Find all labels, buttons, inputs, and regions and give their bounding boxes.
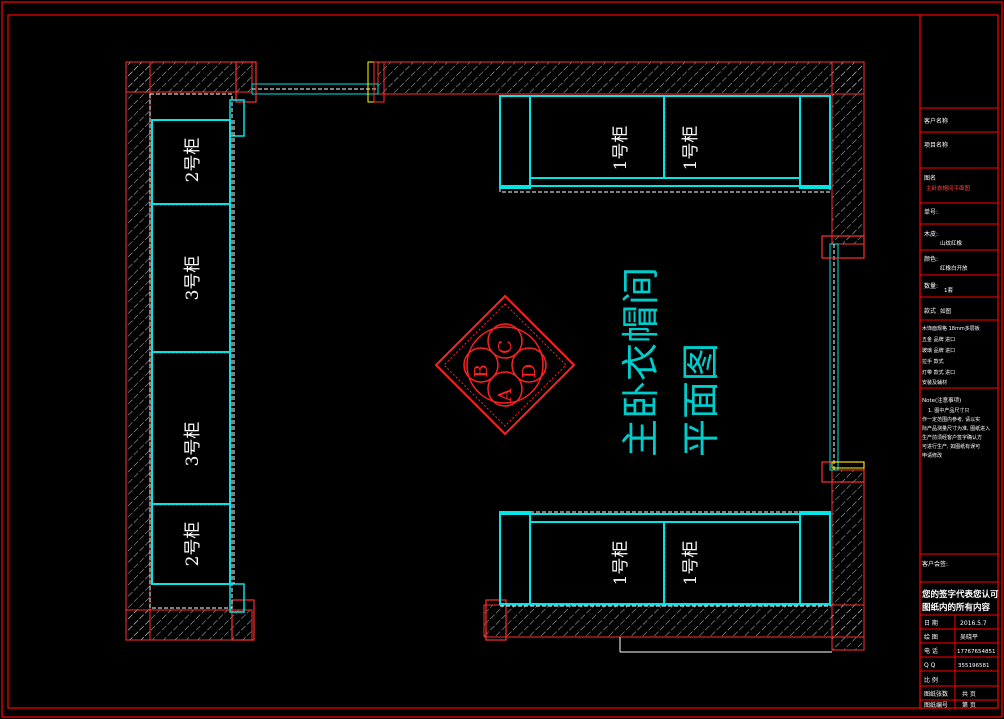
right-window	[821, 235, 865, 483]
marker-letter-b: B	[471, 364, 492, 377]
tb-order-no-label: 单号:	[924, 208, 938, 216]
tb-note-line-1: 1. 图中产品尺寸只	[928, 407, 969, 414]
tb-quantity-value: 1套	[944, 286, 953, 294]
tb-confirm-text-2: 图纸内的所有内容	[922, 602, 991, 613]
tb-qq-label: Q Q	[924, 662, 936, 669]
tb-drawing-name-label: 图名	[924, 174, 936, 182]
tb-note-line-4: 生产前须经客户签字确认方	[922, 434, 982, 441]
tb-spec-row-5: 灯带 款式 进口	[922, 369, 955, 376]
tb-date-value: 2016.5.7	[960, 620, 987, 627]
tb-sheet-no-label: 图纸编号	[924, 701, 948, 709]
tb-spec-row-1: 木饰面规格 18mm多层板	[922, 325, 980, 332]
tb-color-label: 颜色:	[924, 255, 938, 263]
marker-letter-c: C	[495, 340, 516, 354]
tb-note-title: Note(注意事项)	[922, 396, 961, 404]
left-cabinet-run	[149, 93, 245, 613]
tb-note-line-2: 作一定范围内参考, 请以实	[922, 416, 980, 423]
tb-confirm-text-1: 您的签字代表您认可	[922, 589, 999, 600]
title-block: 客户名称 项目名称 图名 主卧衣帽间平面图 单号: 木皮: 山纹红橡 颜色: 红…	[919, 15, 999, 709]
tb-project-name: 项目名称	[924, 141, 948, 149]
drawing-title: 主卧衣帽间 平面图	[619, 267, 723, 457]
tb-note-line-5: 可进行生产, 如图纸有误可	[922, 443, 980, 450]
cabinet-label-left-top: 2号柜	[183, 138, 203, 183]
tb-drawing-name-value: 主卧衣帽间平面图	[926, 184, 971, 192]
tb-quantity-label: 数量:	[924, 282, 938, 290]
tb-drawer-label: 绘 图	[924, 633, 938, 641]
cabinet-label-left-bottom: 2号柜	[183, 522, 203, 567]
tb-style-value: 如图	[940, 307, 952, 315]
tb-sheet-total-label: 图纸张数	[924, 690, 948, 698]
top-window	[235, 61, 385, 103]
tb-material-value: 山纹红橡	[940, 239, 963, 247]
tb-material-label: 木皮:	[924, 230, 938, 238]
tb-color-value: 红橡白开放	[940, 264, 968, 272]
tb-client-sign-label: 客户会签:	[922, 560, 948, 568]
cabinet-label-left-lower-mid: 3号柜	[183, 422, 203, 467]
cabinet-label-top-right: 1号柜	[681, 126, 701, 171]
tb-sheet-no-value: 第 页	[962, 701, 976, 709]
tb-spec-row-3: 玻璃 品牌 进口	[922, 347, 955, 354]
tb-note-line-6: 申请修改	[922, 452, 942, 459]
cabinet-label-bottom-left: 1号柜	[611, 541, 631, 586]
cabinet-label-bottom-right: 1号柜	[681, 541, 701, 586]
tb-spec-row-4: 拉手 款式	[922, 358, 944, 365]
elevation-marker: A B C D	[434, 294, 576, 436]
tb-qq-value: 355196581	[958, 663, 990, 669]
tb-note-line-3: 际产品测量尺寸为准, 图纸进入	[922, 425, 990, 432]
walls	[125, 61, 865, 651]
tb-date-label: 日 期	[924, 619, 938, 627]
tb-sheet-total-value: 共 页	[962, 690, 976, 698]
marker-letter-d: D	[519, 364, 540, 378]
cabinet-labels: 2号柜 3号柜 3号柜 2号柜 1号柜 1号柜 1号柜 1号柜	[183, 126, 701, 586]
tb-spec-row-2: 五金 品牌 进口	[922, 336, 955, 343]
drawing-title-line1: 主卧衣帽间	[619, 267, 663, 457]
drawing-title-line2: 平面图	[679, 343, 723, 457]
tb-client-name: 客户名称	[924, 117, 948, 125]
tb-spec-row-6: 安装及辅材	[922, 379, 947, 386]
tb-scale-label: 比 例	[924, 676, 938, 684]
cabinet-label-left-upper-mid: 3号柜	[183, 256, 203, 301]
tb-style-label: 款式	[924, 307, 936, 315]
top-cabinet-run	[499, 95, 831, 193]
marker-letter-a: A	[495, 388, 516, 403]
bottom-cabinet-run	[499, 511, 831, 607]
bottom-opening	[231, 599, 832, 653]
cabinet-label-top-left: 1号柜	[611, 126, 631, 171]
tb-phone-value: 17767654851	[957, 649, 996, 655]
tb-phone-label: 电 话	[924, 647, 938, 655]
tb-drawer-value: 吴晓平	[960, 633, 978, 641]
